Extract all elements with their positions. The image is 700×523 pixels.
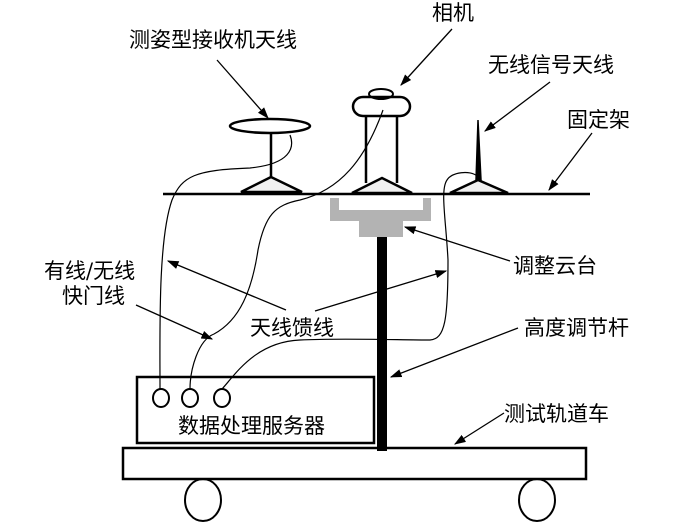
antenna-feeder-cable-1 bbox=[189, 109, 384, 390]
antenna-disc bbox=[228, 117, 312, 135]
server-port-3 bbox=[213, 388, 231, 408]
camera-base bbox=[351, 176, 413, 195]
wireless-antenna bbox=[449, 119, 509, 195]
label-shutter-line-2: 快门线 bbox=[62, 284, 125, 308]
shutter-cable bbox=[159, 134, 293, 390]
leader-height-rod bbox=[389, 327, 519, 378]
label-antenna-feeder: 天线馈线 bbox=[250, 316, 334, 340]
attitude-antenna bbox=[228, 117, 312, 194]
leader-feeder-right bbox=[314, 270, 448, 312]
server-box bbox=[135, 375, 376, 445]
trolley-wheel-left bbox=[184, 478, 222, 522]
camera-lens bbox=[368, 88, 394, 100]
wireless-antenna-base bbox=[449, 178, 509, 195]
label-trolley: 测试轨道车 bbox=[504, 402, 609, 426]
label-shutter-line-1: 有线/无线 bbox=[44, 259, 135, 283]
leader-feeder-left bbox=[166, 260, 287, 311]
camera-body bbox=[351, 95, 412, 118]
pan-tilt-head bbox=[330, 198, 431, 237]
server-port-2 bbox=[181, 388, 199, 408]
antenna-base bbox=[240, 175, 303, 194]
leader-pan-tilt bbox=[403, 226, 511, 262]
wireless-antenna-spike bbox=[475, 119, 482, 181]
trolley-wheel-right bbox=[518, 478, 556, 522]
trolley-platform bbox=[121, 446, 588, 481]
label-camera: 相机 bbox=[432, 1, 474, 25]
height-rod bbox=[377, 237, 387, 451]
leader-fixed-frame bbox=[548, 132, 593, 191]
leader-shutter-line bbox=[135, 304, 214, 340]
leader-wireless-antenna bbox=[484, 81, 551, 132]
antenna-feeder-cable-2 bbox=[221, 171, 478, 390]
label-wireless-antenna: 无线信号天线 bbox=[488, 53, 614, 77]
server-port-1 bbox=[152, 388, 170, 408]
label-height-rod: 高度调节杆 bbox=[524, 316, 629, 340]
label-pan-tilt: 调整云台 bbox=[513, 254, 597, 278]
leader-trolley bbox=[454, 412, 505, 445]
label-server: 数据处理服务器 bbox=[178, 414, 325, 438]
label-fixed-frame: 固定架 bbox=[567, 108, 630, 132]
leader-camera bbox=[400, 28, 453, 86]
label-attitude-antenna: 测姿型接收机天线 bbox=[129, 28, 297, 52]
leader-attitude-antenna bbox=[216, 59, 269, 119]
camera bbox=[351, 88, 413, 195]
